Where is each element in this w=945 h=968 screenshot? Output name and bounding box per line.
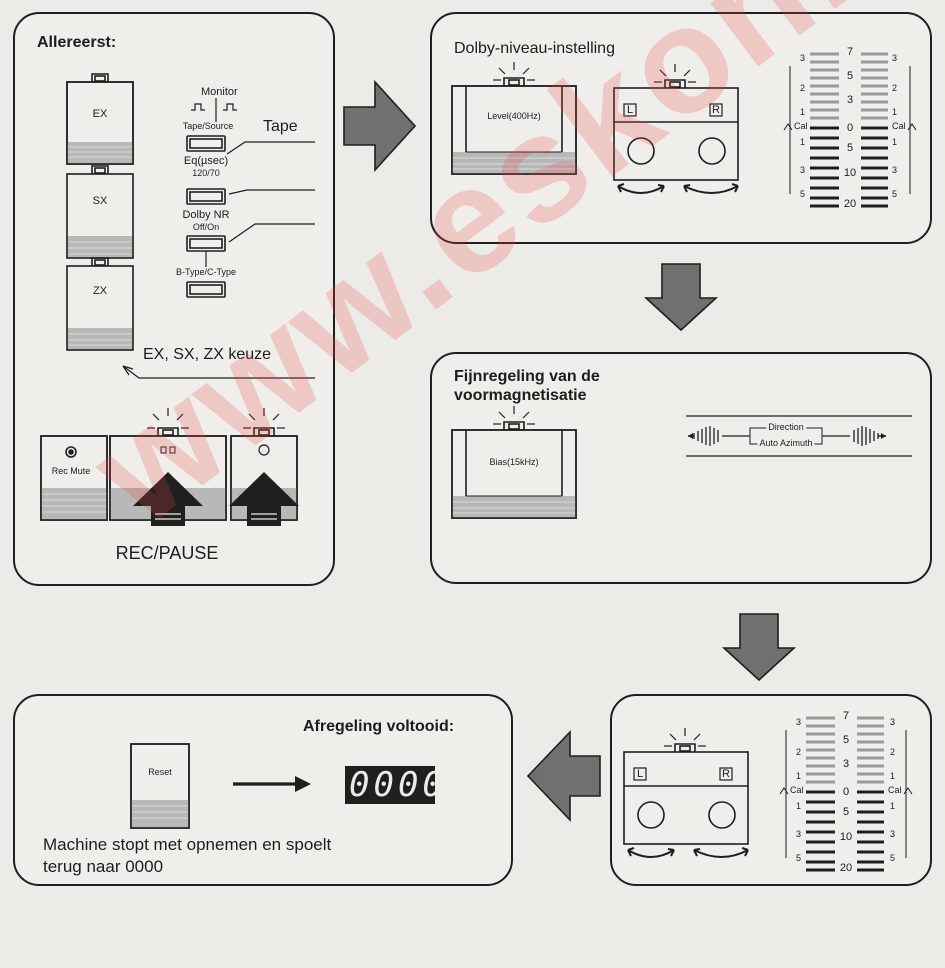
sx-module <box>66 165 134 259</box>
eq-label: Eq(µsec) <box>183 155 229 167</box>
bias-art <box>451 406 912 519</box>
arrow-right-1 <box>343 79 417 173</box>
meter-side-1b-r: 1 <box>892 137 898 147</box>
bias-title-line2: voormagnetisatie <box>454 387 587 404</box>
meter-side-3: 3 <box>800 53 806 63</box>
completion-panel: Afregeling voltooid: Reset 0000 Machine … <box>13 694 513 886</box>
meter-major-10: 10 <box>843 167 857 179</box>
completion-title: Afregeling voltooid: <box>303 718 455 735</box>
monitor-label: Monitor <box>201 86 238 98</box>
setup-title: Allereerst: <box>37 34 117 51</box>
arrow-left-1 <box>526 730 601 822</box>
keuze-label: EX, SX, ZX keuze <box>143 346 272 363</box>
meter2-side-5b-r: 5 <box>890 853 896 863</box>
meter-major-5: 5 <box>846 70 854 82</box>
meter-side-5b-r: 5 <box>892 189 898 199</box>
dolby-level-title: Dolby-niveau-instelling <box>454 40 615 57</box>
meter-side-3b-r: 3 <box>892 165 898 175</box>
reset-label: Reset <box>148 767 172 777</box>
meter2-cal-left: Cal <box>790 785 804 795</box>
bias-title-line1: Fijnregeling van de <box>454 368 600 385</box>
b-c-type-label: B-Type/C-Type <box>175 267 237 277</box>
rec-mute-label: Rec Mute <box>51 466 91 476</box>
meter2-major-5: 5 <box>842 734 850 746</box>
meter-side-1-r: 1 <box>892 107 898 117</box>
meter2-side-3: 3 <box>796 717 802 727</box>
setup-panel-art <box>40 73 315 526</box>
meter-side-3-r: 3 <box>892 53 898 63</box>
setup-panel: Allereerst: EX SX ZX Monitor Tape/Source… <box>13 12 335 586</box>
dolby-nr-label: Dolby NR <box>182 209 230 221</box>
completion-caption-line1: Machine stopt met opnemen en spoelt <box>43 835 332 854</box>
meter-major-5b: 5 <box>846 142 854 154</box>
meter2-major-7: 7 <box>842 710 850 722</box>
tape-label: Tape <box>263 118 298 135</box>
dolby-level-art <box>451 49 917 211</box>
meter2-side-1b-r: 1 <box>890 801 896 811</box>
module-label-ex: EX <box>92 108 108 120</box>
arrow-down-1 <box>643 263 719 332</box>
rec-pause-label: REC/PAUSE <box>115 543 219 563</box>
meter-major-7: 7 <box>846 46 854 58</box>
meter2-major-20: 20 <box>839 862 853 874</box>
right-channel-label: R <box>712 104 720 116</box>
module-label-sx: SX <box>92 195 108 207</box>
meter2-side-1: 1 <box>796 771 802 781</box>
meter2-side-2-r: 2 <box>890 747 896 757</box>
eq-values: 120/70 <box>192 168 220 178</box>
dolby-level-panel: Dolby-niveau-instelling Level(400Hz) L R… <box>430 12 932 244</box>
meter2-major-3: 3 <box>842 758 850 770</box>
left-channel-label-2: L <box>636 768 644 780</box>
counter-value: 0000 <box>349 765 447 805</box>
meter2-side-3b-r: 3 <box>890 829 896 839</box>
meter-side-3b: 3 <box>800 165 806 175</box>
meter-side-1: 1 <box>800 107 806 117</box>
left-channel-label: L <box>626 104 634 116</box>
counter-display <box>345 766 435 804</box>
meter2-major-10: 10 <box>839 831 853 843</box>
level-recheck-panel: L R 7 5 3 0 5 10 20 Cal Cal 3 2 1 1 3 5 … <box>610 694 932 886</box>
meter2-side-3b: 3 <box>796 829 802 839</box>
completion-caption-line2: terug naar 0000 <box>43 857 164 876</box>
meter-major-0: 0 <box>846 122 854 134</box>
meter2-side-5b: 5 <box>796 853 802 863</box>
bias-15khz-label: Bias(15kHz) <box>489 457 539 467</box>
tape-source-label: Tape/Source <box>182 121 234 131</box>
meter-side-2-r: 2 <box>892 83 898 93</box>
press-arrows <box>133 472 299 526</box>
bias-waveforms <box>693 426 879 446</box>
auto-azimuth-label: Auto Azimuth <box>757 438 815 449</box>
completion-art <box>130 743 435 829</box>
meter-cal-left: Cal <box>794 121 808 131</box>
meter2-side-3-r: 3 <box>890 717 896 727</box>
meter-side-1b: 1 <box>800 137 806 147</box>
completion-arrow <box>295 776 311 792</box>
meter-major-20: 20 <box>843 198 857 210</box>
bias-panel: Fijnregeling van de voormagnetisatie Bia… <box>430 352 932 584</box>
right-channel-label-2: R <box>722 768 730 780</box>
level-recheck-art <box>623 713 913 875</box>
ex-module <box>66 73 134 165</box>
meter-major-3: 3 <box>846 94 854 106</box>
meter-side-2: 2 <box>800 83 806 93</box>
meter2-side-1b: 1 <box>796 801 802 811</box>
meter2-upper-bars <box>806 716 884 784</box>
module-label-zx: ZX <box>92 285 108 297</box>
meter-side-5b: 5 <box>800 189 806 199</box>
meter2-major-0: 0 <box>842 786 850 798</box>
arrow-down-2 <box>721 613 797 682</box>
meter2-side-2: 2 <box>796 747 802 757</box>
dolby-meter <box>783 66 917 194</box>
off-on-label: Off/On <box>192 222 220 232</box>
zx-module <box>66 257 134 351</box>
meter-cal-right: Cal <box>892 121 906 131</box>
meter2-side-1-r: 1 <box>890 771 896 781</box>
meter2-cal-right: Cal <box>888 785 902 795</box>
meter2-major-5b: 5 <box>842 806 850 818</box>
direction-label: Direction <box>766 422 806 433</box>
level-400hz-label: Level(400Hz) <box>487 111 541 121</box>
